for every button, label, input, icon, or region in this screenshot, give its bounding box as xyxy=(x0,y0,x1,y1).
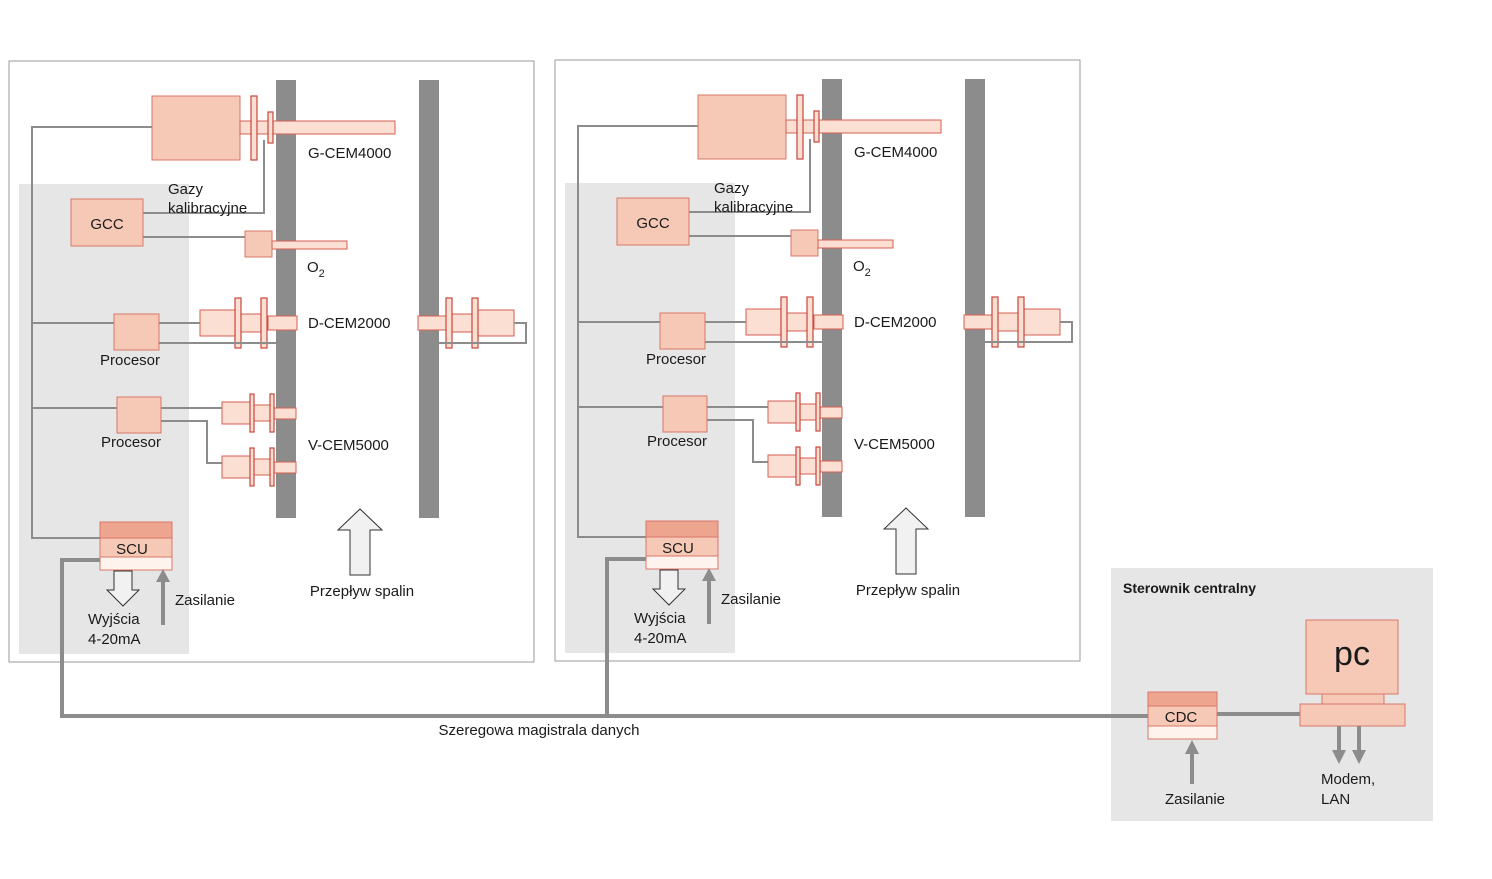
vcem-lower xyxy=(221,447,297,487)
dcem-right-wire xyxy=(978,321,1073,343)
processor-2-box xyxy=(662,395,708,433)
serial-bus-label: Szeregowa magistrala danych xyxy=(439,722,640,739)
dcem-label: D-CEM2000 xyxy=(854,314,937,331)
vcem-label: V-CEM5000 xyxy=(308,437,389,454)
dcem-label: D-CEM2000 xyxy=(308,315,391,332)
outputs-label-1: Wyjścia xyxy=(88,611,140,628)
outputs-label-2: 4-20mA xyxy=(634,630,687,647)
scu-label: SCU xyxy=(116,541,148,558)
gcc-label: GCC xyxy=(636,215,670,232)
dcem-right xyxy=(963,296,1061,348)
processor-1-box xyxy=(113,313,160,351)
processor-2-box xyxy=(116,396,162,434)
processor-2-label: Procesor xyxy=(647,433,707,450)
modem-arrow-shaft-2 xyxy=(1357,726,1361,751)
trunk-wire xyxy=(31,126,152,539)
outputs-label-1: Wyjścia xyxy=(634,610,686,627)
gcem-label: G-CEM4000 xyxy=(854,144,937,161)
vcem-upper xyxy=(221,393,297,433)
cdc-power-arrow-head xyxy=(1185,740,1199,754)
processor-2-label: Procesor xyxy=(101,434,161,451)
outputs-arrow xyxy=(105,570,141,607)
processor-1-box xyxy=(659,312,706,350)
measurement-unit-1: G-CEM4000 Gazy kalibracyjne GCC O2 D-CEM… xyxy=(8,60,535,663)
flue-flow-label: Przepływ spalin xyxy=(856,582,960,599)
stack-wall-right xyxy=(965,79,985,517)
cdc-label: CDC xyxy=(1165,709,1198,726)
outputs-arrow xyxy=(651,569,687,606)
pc-label: pc xyxy=(1334,635,1370,673)
central-controller: Sterownik centralny pc Modem, LAN CDC Za… xyxy=(1111,568,1433,821)
gcem-analyzer xyxy=(697,94,942,160)
o2-head xyxy=(790,229,819,257)
vcem-upper xyxy=(767,392,843,432)
power-label: Zasilanie xyxy=(175,592,235,609)
stack-wall-left xyxy=(822,79,842,517)
gcc-box xyxy=(616,197,690,246)
processor-2-link-b xyxy=(707,419,768,463)
pc-neck xyxy=(1321,693,1385,705)
power-arrow-shaft xyxy=(161,580,165,625)
gcc-label: GCC xyxy=(90,216,124,233)
unit-frame xyxy=(554,59,1081,662)
o2-head xyxy=(244,230,273,258)
power-arrow-head xyxy=(156,569,170,582)
network-label-1: Modem, xyxy=(1321,771,1375,788)
calibration-gas-label-1: Gazy xyxy=(168,181,204,198)
dcem-left xyxy=(745,296,844,348)
dcem-right-wire xyxy=(432,322,527,344)
central-title: Sterownik centralny xyxy=(1123,580,1256,596)
calibration-gas-line xyxy=(143,140,265,214)
pc-base xyxy=(1299,703,1406,727)
calibration-gas-label-2: kalibracyjne xyxy=(168,200,247,217)
flue-flow-arrow xyxy=(882,507,930,575)
modem-arrow-shaft-1 xyxy=(1337,726,1341,751)
cdc-box xyxy=(1147,691,1218,740)
o2-probe xyxy=(817,239,894,249)
modem-arrow-head-2 xyxy=(1352,750,1366,764)
trunk-wire xyxy=(577,125,698,538)
processor-1-label: Procesor xyxy=(646,351,706,368)
cdc-power-arrow-shaft xyxy=(1190,752,1194,784)
network-label-2: LAN xyxy=(1321,791,1350,808)
calibration-gas-label-2: kalibracyjne xyxy=(714,199,793,216)
stack-wall-right xyxy=(419,80,439,518)
scu-box xyxy=(99,521,173,571)
measurement-unit-2: G-CEM4000 Gazy kalibracyjne GCC O2 D-CEM… xyxy=(554,59,1081,662)
gcem-analyzer xyxy=(151,95,396,161)
o2-probe xyxy=(271,240,348,250)
serial-bus-unit-2 xyxy=(605,557,646,716)
processor-1-label: Procesor xyxy=(100,352,160,369)
o2-label: O2 xyxy=(853,258,871,279)
vcem-lower xyxy=(767,446,843,486)
calibration-gas-label-1: Gazy xyxy=(714,180,750,197)
modem-arrow-head-1 xyxy=(1332,750,1346,764)
power-arrow-head xyxy=(702,568,716,581)
dcem-right xyxy=(417,297,515,349)
flue-flow-arrow xyxy=(336,508,384,576)
power-label: Zasilanie xyxy=(721,591,781,608)
unit-frame xyxy=(8,60,535,663)
stack-wall-left xyxy=(276,80,296,518)
gcc-box xyxy=(70,198,144,247)
flue-flow-label: Przepływ spalin xyxy=(310,583,414,600)
outputs-label-2: 4-20mA xyxy=(88,631,141,648)
dcem-left xyxy=(199,297,298,349)
processor-2-link-b xyxy=(161,420,222,464)
calibration-gas-line xyxy=(689,139,811,213)
vcem-label: V-CEM5000 xyxy=(854,436,935,453)
cdc-power-label: Zasilanie xyxy=(1165,791,1225,808)
o2-label: O2 xyxy=(307,259,325,280)
gcem-label: G-CEM4000 xyxy=(308,145,391,162)
power-arrow-shaft xyxy=(707,579,711,624)
scu-box xyxy=(645,520,719,570)
scu-label: SCU xyxy=(662,540,694,557)
